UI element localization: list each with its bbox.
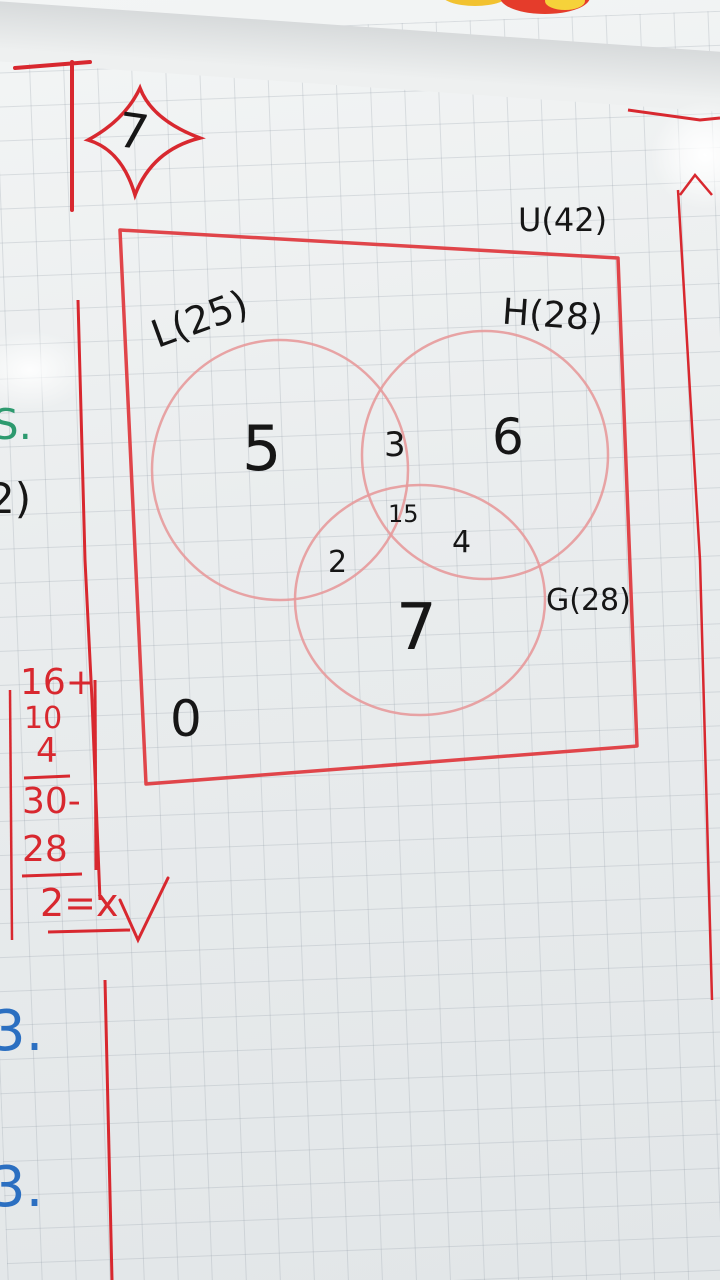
yellow-sticker-2 bbox=[545, 0, 585, 10]
margin-line-left-2 bbox=[8, 689, 14, 941]
check-mark bbox=[118, 876, 170, 944]
margin-line-right bbox=[627, 108, 720, 122]
region-L-and-G: 2 bbox=[328, 545, 348, 580]
region-L-and-H: 3 bbox=[384, 425, 406, 465]
margin-fragment-green: S. bbox=[0, 400, 33, 449]
margin-tick-right bbox=[679, 172, 713, 196]
set-G-circle bbox=[293, 483, 547, 717]
set-H-circle bbox=[360, 329, 610, 581]
problem-corner-mark bbox=[13, 60, 92, 212]
calc-line-6: 2=x bbox=[40, 881, 119, 925]
margin-fragment-blue-2: 3. bbox=[0, 1155, 44, 1220]
region-only-H: 6 bbox=[492, 408, 524, 466]
calc-underline-3 bbox=[47, 928, 131, 934]
calc-underline-2 bbox=[21, 872, 83, 878]
margin-line-right-2 bbox=[676, 189, 714, 1001]
calc-underline-1 bbox=[23, 774, 71, 780]
universe-label: U(42) bbox=[518, 201, 608, 239]
calc-line-3: 4 bbox=[36, 731, 58, 771]
calc-line-2: 10 bbox=[24, 701, 63, 736]
margin-fragment-black: 2) bbox=[0, 474, 32, 523]
margin-line-bottom bbox=[103, 979, 114, 1280]
calc-bracket bbox=[93, 679, 98, 871]
margin-fragment-blue-1: 3. bbox=[0, 999, 44, 1064]
region-all-three: 15 bbox=[388, 500, 419, 528]
set-L-circle bbox=[150, 338, 410, 602]
region-outside: 0 bbox=[170, 690, 202, 748]
region-only-G: 7 bbox=[396, 591, 437, 665]
universe-rectangle bbox=[118, 228, 639, 786]
set-G-label: G(28) bbox=[546, 583, 631, 618]
problem-diamond bbox=[83, 83, 206, 201]
set-H-label: H(28) bbox=[500, 291, 605, 340]
calc-line-1: 16+ bbox=[20, 662, 96, 703]
calc-line-4: 30- bbox=[22, 781, 81, 822]
region-H-and-G: 4 bbox=[452, 525, 472, 560]
calc-line-5: 28 bbox=[22, 829, 68, 870]
region-only-L: 5 bbox=[242, 412, 282, 485]
yellow-sticker bbox=[440, 0, 510, 6]
